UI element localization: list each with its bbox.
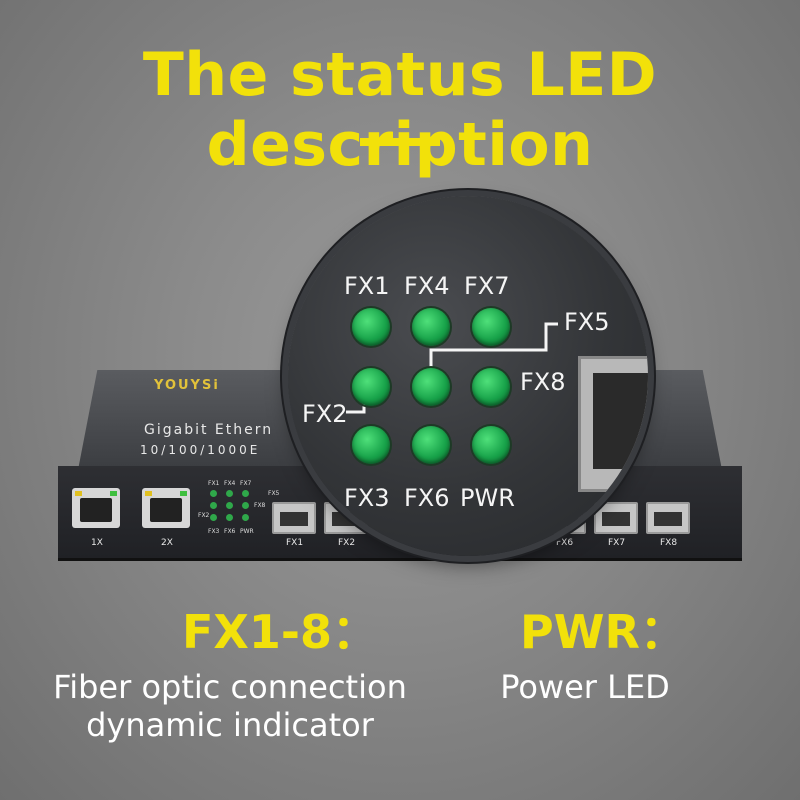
led-label-fx6: FX6	[404, 484, 450, 512]
led-fx2	[352, 368, 390, 406]
legend-fx-description: Fiber optic connection dynamic indicator	[20, 668, 440, 744]
led-label-fx2: FX2	[302, 400, 348, 428]
legend-fx-line1: Fiber optic connection	[53, 668, 407, 706]
port-label: FX7	[608, 538, 626, 548]
device-speed-text: 10/100/1000E	[140, 443, 261, 457]
mini-led	[210, 502, 217, 509]
mini-led-label: FX6	[224, 528, 236, 535]
mini-led-label: FX3	[208, 528, 220, 535]
mini-led-label: FX5	[268, 490, 280, 497]
mini-led	[210, 490, 217, 497]
rj45-port-1	[72, 488, 120, 528]
led-fx4	[412, 308, 450, 346]
led-fx5	[412, 368, 450, 406]
port-label: FX2	[338, 538, 356, 548]
port-label: FX6	[556, 538, 574, 548]
legend-fx-line2: dynamic indicator	[86, 706, 374, 744]
led-label-fx3: FX3	[344, 484, 390, 512]
mini-led-label: FX1	[208, 480, 220, 487]
led-label-fx1: FX1	[344, 272, 390, 300]
mini-led	[242, 514, 249, 521]
mini-led-label: FX4	[224, 480, 236, 487]
sfp-port-fx7	[594, 502, 638, 534]
mini-led	[210, 514, 217, 521]
led-label-fx5: FX5	[564, 308, 610, 336]
rj45-port-2	[142, 488, 190, 528]
led-label-fx4: FX4	[404, 272, 450, 300]
legend-pwr-heading: PWR：	[520, 605, 686, 659]
lens-sfp-port	[578, 356, 648, 492]
port-label: FX1	[286, 538, 304, 548]
mini-led-label: FX2	[198, 512, 210, 519]
led-fx6	[412, 426, 450, 464]
mini-led	[242, 490, 249, 497]
led-label-fx8: FX8	[520, 368, 566, 396]
port-label: 1X	[91, 538, 103, 548]
mini-led	[226, 514, 233, 521]
led-fx8	[472, 368, 510, 406]
mini-led-label: PWR	[240, 528, 254, 535]
port-label: 2X	[161, 538, 173, 548]
device-model-text: Gigabit Ethern	[144, 422, 274, 438]
port-label: FX8	[660, 538, 678, 548]
led-pwr	[472, 426, 510, 464]
mini-led	[226, 502, 233, 509]
led-label-fx7: FX7	[464, 272, 510, 300]
page-title: The status LED description	[142, 40, 658, 180]
mini-led-label: FX7	[240, 480, 252, 487]
title-underline	[360, 138, 440, 146]
mini-led	[226, 490, 233, 497]
led-fx3	[352, 426, 390, 464]
mini-led-panel: FX1 FX4 FX7 FX5 FX2 FX8 FX3 FX6 PWR	[198, 480, 298, 540]
led-fx7	[472, 308, 510, 346]
legend-fx-heading: FX1-8：	[182, 605, 378, 659]
legend-pwr-description: Power LED	[500, 668, 670, 706]
led-label-pwr: PWR	[460, 484, 515, 512]
led-fx1	[352, 308, 390, 346]
magnifier-lens: FX1 FX4 FX7 FX5 FX8 FX2 FX3 FX6 PWR	[288, 196, 648, 556]
mini-led-label: FX8	[254, 502, 266, 509]
mini-led	[242, 502, 249, 509]
sfp-port-fx8	[646, 502, 690, 534]
sfp-port-fx1	[272, 502, 316, 534]
brand-logo: YOUYSi	[154, 378, 220, 393]
